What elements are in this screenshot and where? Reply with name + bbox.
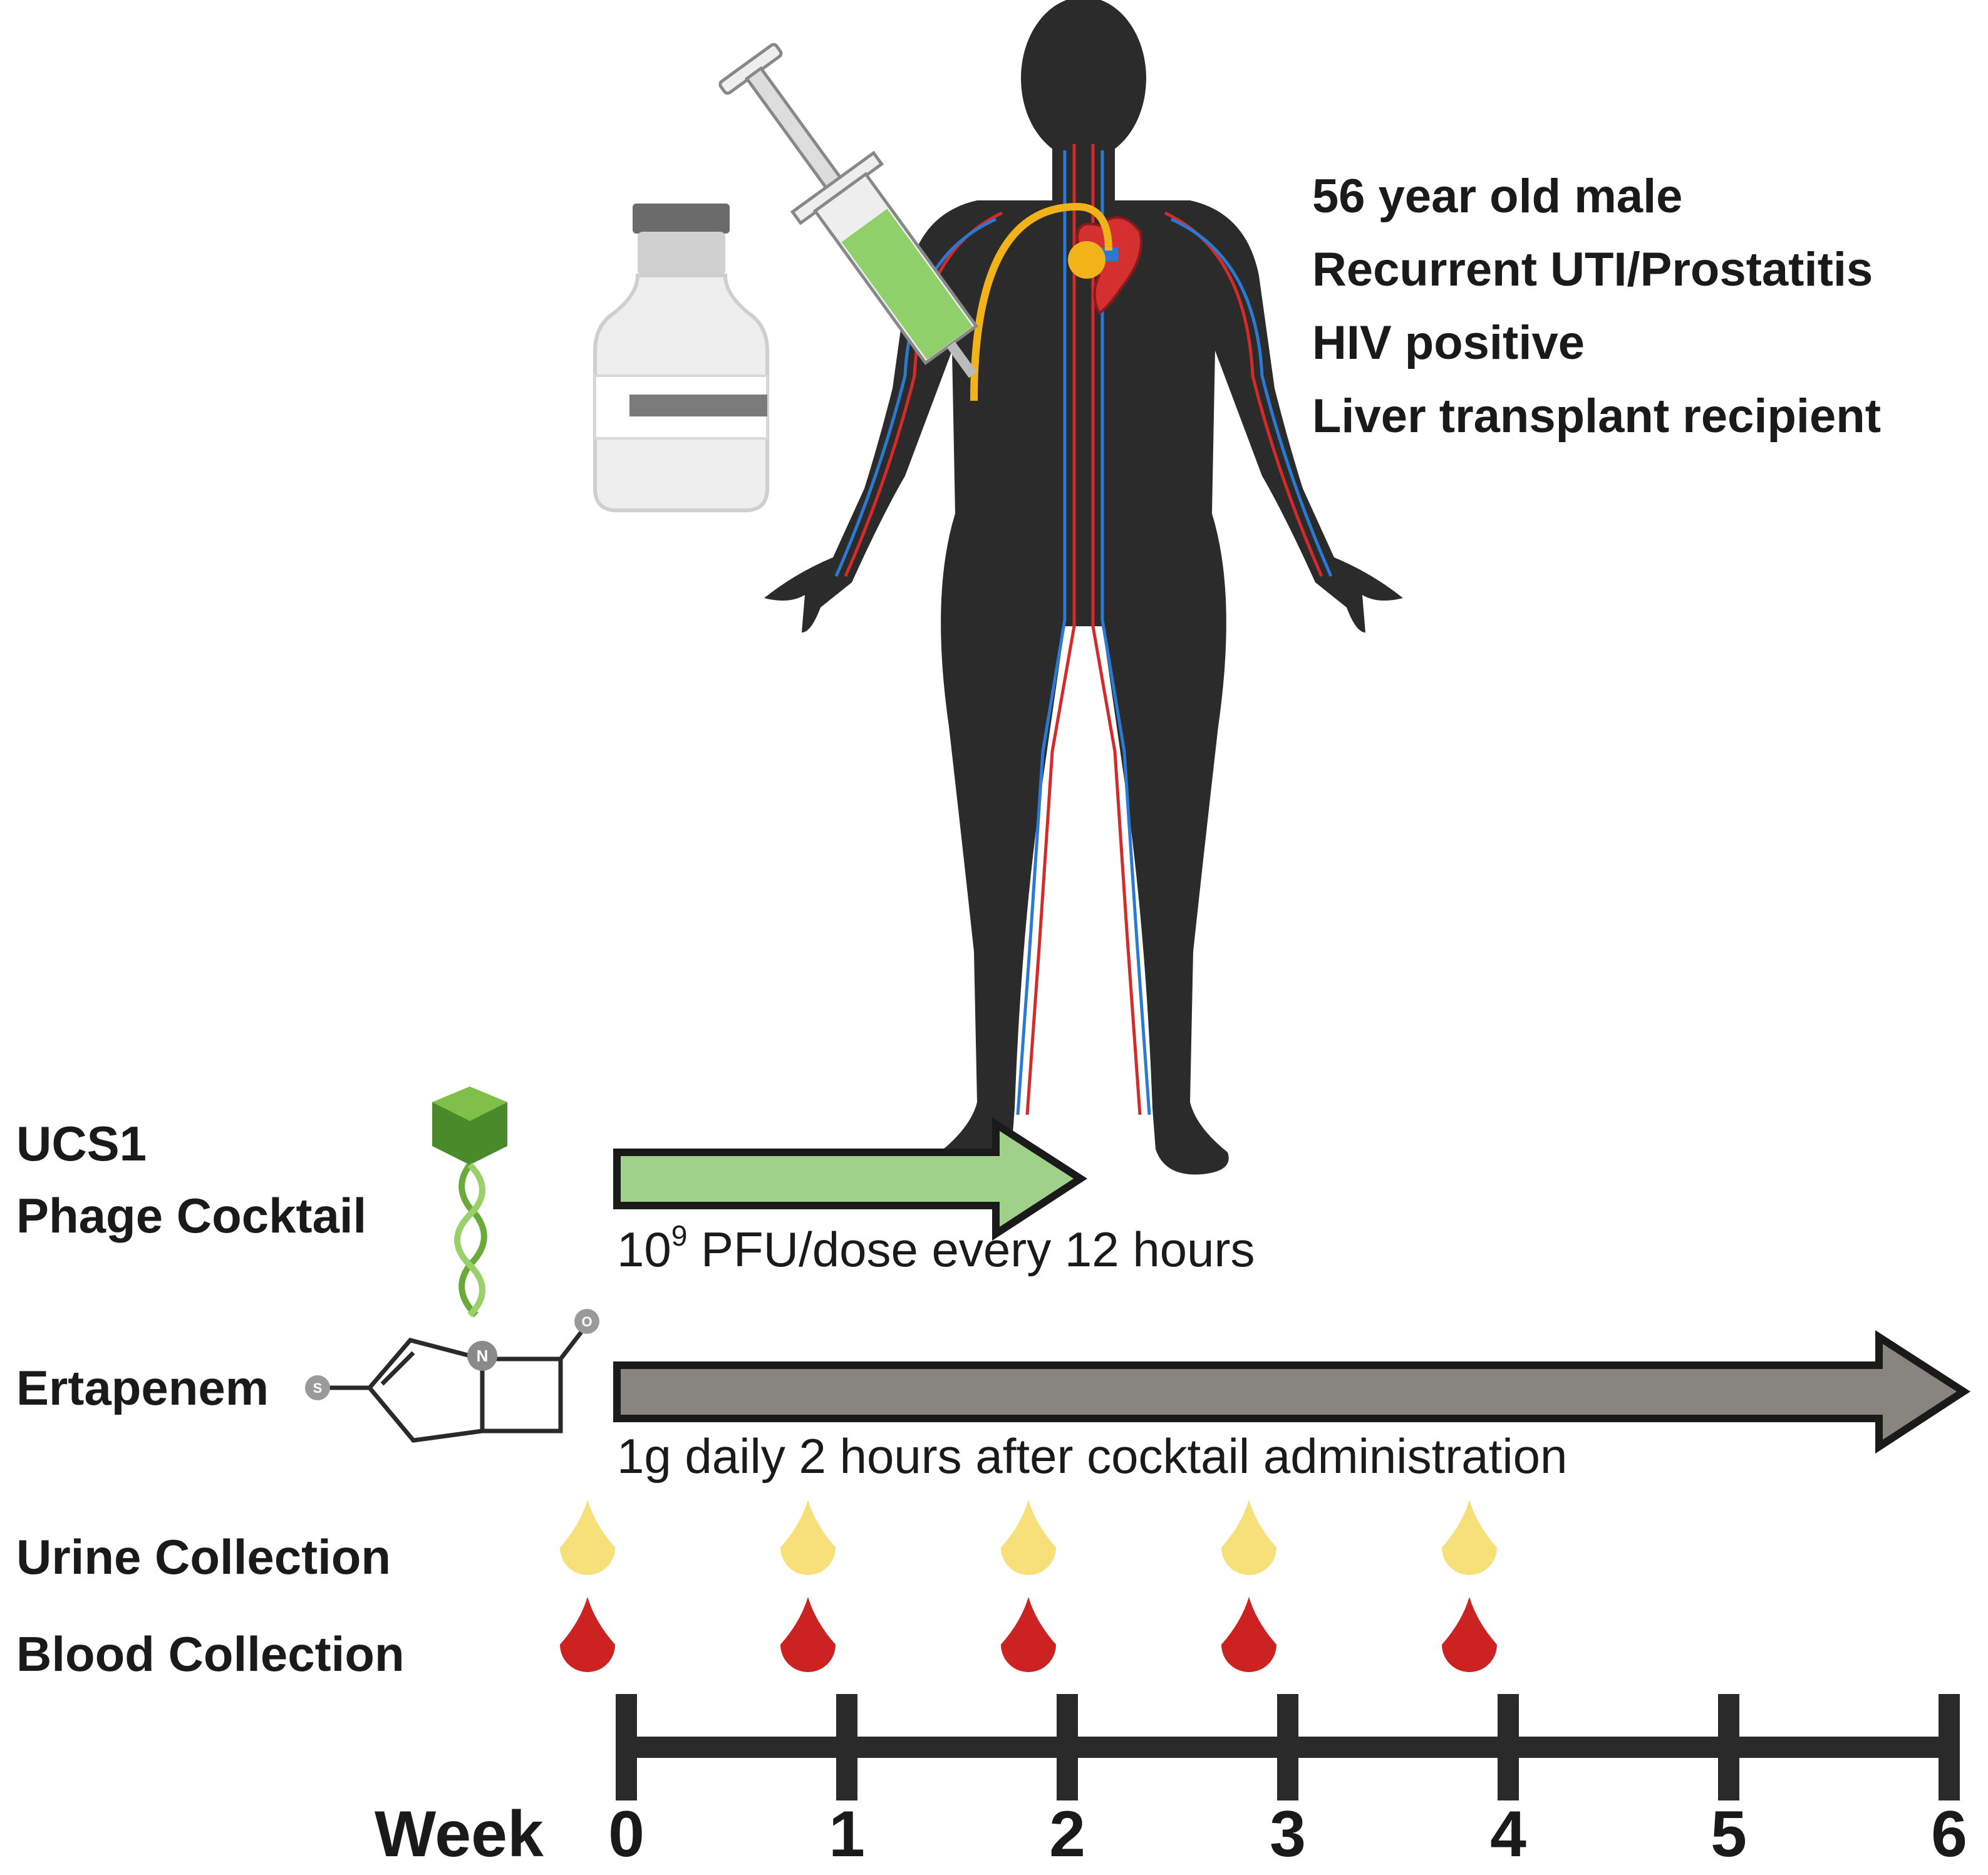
collection-drops: [560, 1500, 1497, 1672]
urine-drop-icon-week-0: [560, 1500, 615, 1575]
urine-drop-icon-week-2: [1001, 1500, 1056, 1575]
ertapenem-molecule-icon: [326, 1325, 588, 1443]
blood-drop-icon-week-4: [1442, 1597, 1497, 1672]
phage-dose-base: 10: [617, 1222, 671, 1277]
nitrogen-atom-label: N: [477, 1346, 489, 1365]
phage-dose-rest: PFU/dose every 12 hours: [687, 1222, 1255, 1277]
human-body-icon: [764, 0, 1403, 1175]
patient-age-sex: 56 year old male: [1312, 170, 1683, 223]
nitrogen-atom-icon: [467, 1341, 497, 1371]
urine-collection-label: Urine Collection: [16, 1529, 391, 1584]
catheter-port-icon: [1068, 241, 1105, 279]
week-axis-label: Week: [375, 1798, 544, 1871]
week-tick-2: [1057, 1694, 1078, 1800]
week-tick-4: [1498, 1694, 1519, 1800]
ertapenem-treatment-arrow: [613, 1330, 1971, 1454]
phage-dose-text: 109 PFU/dose every 12 hours: [617, 1219, 1255, 1278]
sulfur-atom-label: S: [313, 1380, 323, 1396]
week-tick-label-6: 6: [1931, 1798, 1967, 1871]
oxygen-atom-label: O: [581, 1314, 592, 1330]
week-tick-label-1: 1: [829, 1798, 865, 1871]
ertapenem-label: Ertapenem: [16, 1360, 269, 1415]
week-tick-label-3: 3: [1270, 1798, 1306, 1871]
week-tick-label-2: 2: [1049, 1798, 1085, 1871]
syringe-icon: [718, 43, 979, 378]
week-tick-label-4: 4: [1490, 1798, 1526, 1871]
urine-drop-icon-week-1: [780, 1500, 836, 1575]
phage-dose-exponent: 9: [671, 1219, 688, 1252]
oxygen-atom-icon: [574, 1309, 599, 1334]
week-tick-6: [1939, 1694, 1960, 1800]
urine-drop-icon-week-4: [1442, 1500, 1497, 1575]
week-tick-label-0: 0: [608, 1798, 645, 1871]
blood-drop-icon-week-2: [1001, 1597, 1056, 1672]
catheter-line-icon: [970, 202, 1112, 401]
blood-drop-icon-week-1: [780, 1597, 836, 1672]
week-tick-1: [836, 1694, 857, 1800]
week-tick-3: [1277, 1694, 1298, 1800]
ertapenem-dose-text: 1g daily 2 hours after cocktail administ…: [617, 1428, 1568, 1484]
phage-label-line1: UCS1: [16, 1116, 147, 1171]
vial-icon: [593, 204, 769, 512]
week-tick-5: [1718, 1694, 1739, 1800]
week-tick-0: [616, 1694, 637, 1800]
blood-drop-icon-week-3: [1221, 1597, 1276, 1672]
timeline-axis: [616, 1694, 1960, 1800]
sulfur-atom-icon: [305, 1375, 330, 1400]
phage-treatment-arrow: [613, 1117, 1088, 1241]
patient-info: 56 year old male Recurrent UTI/Prostatit…: [1312, 160, 1881, 453]
patient-diagnosis: Recurrent UTI/Prostatitis: [1312, 243, 1873, 296]
blood-drop-icon-week-0: [560, 1597, 615, 1672]
patient-transplant: Liver transplant recipient: [1312, 390, 1882, 443]
week-tick-label-5: 5: [1711, 1798, 1747, 1871]
urine-drop-icon-week-3: [1221, 1500, 1276, 1575]
vessels-icon: [834, 144, 1333, 1115]
patient-hiv-status: HIV positive: [1312, 316, 1585, 369]
blood-collection-label: Blood Collection: [16, 1626, 405, 1681]
phage-icon: [432, 1087, 507, 1318]
phage-label-line2: Phage Cocktail: [16, 1188, 367, 1243]
